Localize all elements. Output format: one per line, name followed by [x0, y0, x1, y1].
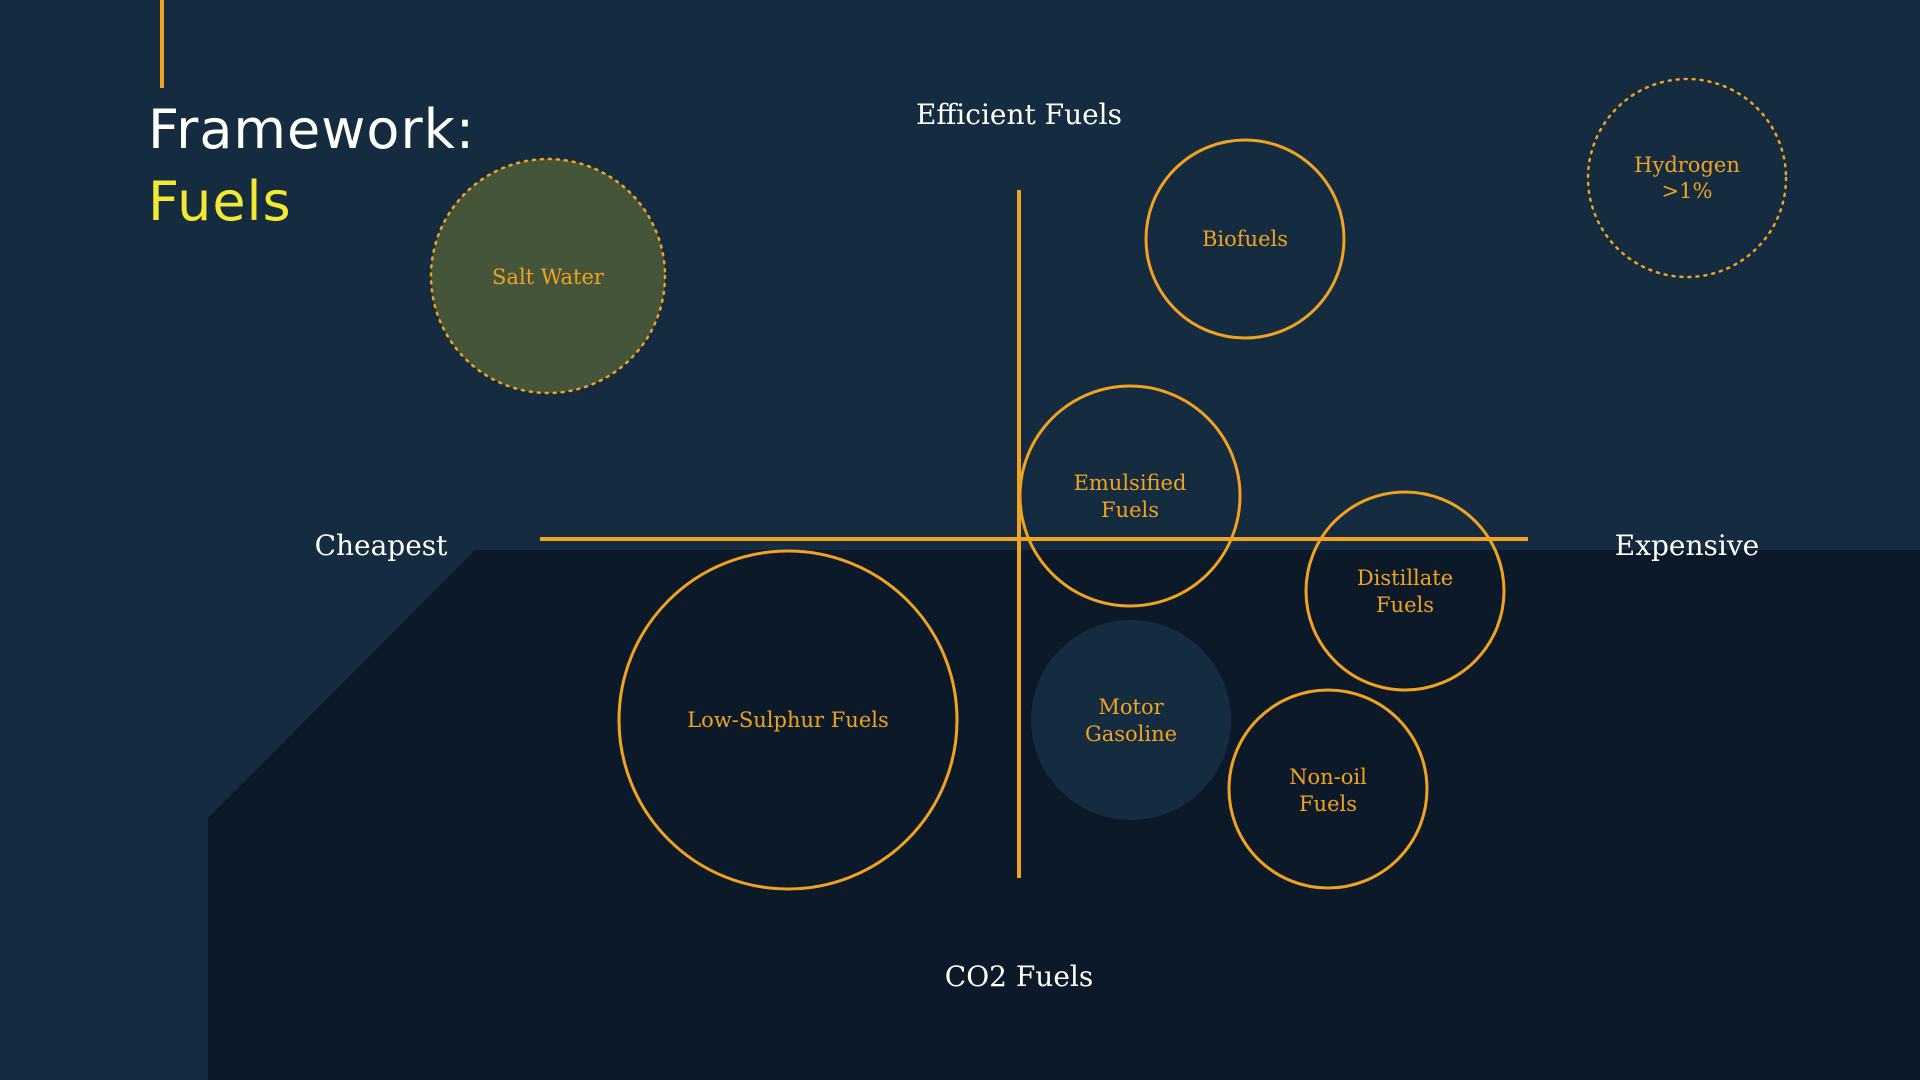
hydrogen-label-line1: Hydrogen	[1634, 153, 1740, 177]
page-title-line2: Fuels	[148, 170, 292, 233]
biofuels-label: Biofuels	[1202, 227, 1288, 251]
low-sulphur-label: Low-Sulphur Fuels	[687, 708, 889, 732]
low-sulphur-circle	[617, 549, 959, 891]
distillate-label-line1: Distillate	[1357, 566, 1453, 590]
non-oil-circle	[1227, 688, 1429, 890]
hydrogen-label-line2: >1%	[1662, 179, 1713, 203]
salt-water-circle	[429, 157, 667, 395]
accent-bar	[160, 0, 164, 88]
bubble-distillate-fuels: Distillate Fuels	[1304, 490, 1506, 692]
motor-gasoline-label-line1: Motor	[1098, 695, 1164, 719]
biofuels-circle	[1144, 138, 1346, 340]
motor-gasoline-circle	[1031, 620, 1231, 820]
hydrogen-circle	[1586, 77, 1788, 279]
non-oil-label-line2: Fuels	[1299, 792, 1357, 816]
distillate-circle	[1304, 490, 1506, 692]
axis-label-bottom: CO2 Fuels	[945, 960, 1093, 993]
bubble-motor-gasoline: Motor Gasoline	[1031, 620, 1231, 820]
bubble-emulsified-fuels: Emulsified Fuels	[1018, 384, 1242, 608]
axis-label-left: Cheapest	[315, 529, 449, 562]
emulsified-label-line1: Emulsified	[1074, 471, 1187, 495]
bubble-biofuels: Biofuels	[1144, 138, 1346, 340]
bubble-low-sulphur-fuels: Low-Sulphur Fuels	[617, 549, 959, 891]
background-lower-panel	[208, 550, 1920, 1080]
bubble-hydrogen: Hydrogen >1%	[1586, 77, 1788, 279]
non-oil-label-line1: Non-oil	[1289, 765, 1367, 789]
salt-water-label: Salt Water	[492, 265, 605, 289]
distillate-label-line2: Fuels	[1376, 593, 1434, 617]
emulsified-circle	[1018, 384, 1242, 608]
axis-label-top: Efficient Fuels	[916, 98, 1122, 131]
bubble-salt-water: Salt Water	[429, 157, 667, 395]
page-title-line1: Framework:	[148, 98, 476, 161]
emulsified-label-line2: Fuels	[1101, 498, 1159, 522]
bubble-non-oil-fuels: Non-oil Fuels	[1227, 688, 1429, 890]
motor-gasoline-label-line2: Gasoline	[1085, 722, 1177, 746]
axis-label-right: Expensive	[1615, 529, 1759, 562]
